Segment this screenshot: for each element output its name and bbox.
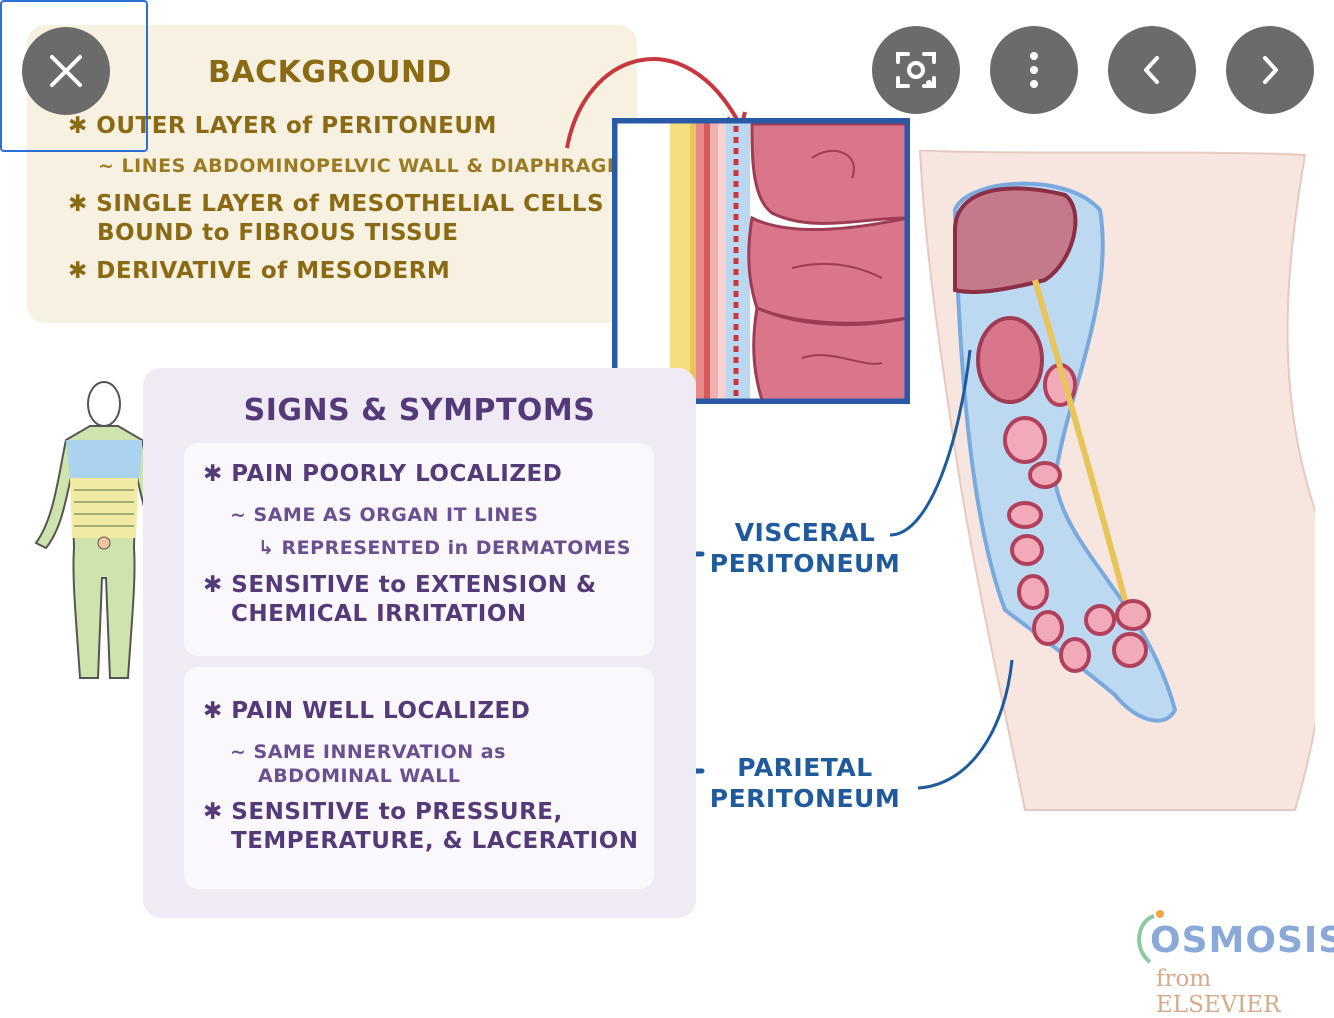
peritoneum-illustration — [918, 150, 1315, 811]
visceral-card — [184, 443, 654, 656]
signs-symptoms-title: SIGNS & SYMPTOMS — [243, 393, 596, 428]
visceral-point-1-sub2: ↳ REPRESENTED in DERMATOMES — [258, 537, 631, 559]
lens-icon — [896, 52, 936, 88]
parietal-point-1: ✱ PAIN WELL LOCALIZED — [203, 698, 531, 724]
background-title: BACKGROUND — [208, 55, 452, 90]
parietal-point-2-cont: TEMPERATURE, & LACERATION — [231, 828, 639, 854]
logo-subtitle: from ELSEVIER — [1156, 966, 1281, 1018]
close-button[interactable] — [22, 27, 110, 115]
parietal-point-2: ✱ SENSITIVE to PRESSURE, — [203, 799, 563, 825]
logo-name: OSMOSIS — [1150, 920, 1334, 961]
background-bullet-1: ✱ OUTER LAYER of PERITONEUM — [68, 113, 497, 139]
intestine-inset — [612, 118, 910, 404]
visceral-point-2-cont: CHEMICAL IRRITATION — [231, 601, 527, 627]
close-icon — [50, 55, 82, 87]
more-options-button[interactable] — [990, 26, 1078, 114]
dermatome-body-figure — [34, 381, 174, 679]
background-bullet-3: ✱ DERIVATIVE of MESODERM — [68, 258, 451, 284]
chevron-right-icon — [1263, 56, 1278, 84]
visceral-point-1-sub: ~ SAME AS ORGAN IT LINES — [230, 504, 539, 526]
next-button[interactable] — [1226, 26, 1314, 114]
background-bullet-1-sub: ~ LINES ABDOMINOPELVIC WALL & DIAPHRAGM — [98, 155, 627, 177]
previous-button[interactable] — [1108, 26, 1196, 114]
leader-lines — [645, 349, 1014, 790]
parietal-label: PARIETAL PERITONEUM — [709, 753, 901, 813]
more-vertical-icon — [1030, 52, 1038, 88]
parietal-card — [184, 667, 654, 889]
osmosis-logo-mark — [1137, 910, 1164, 964]
parietal-point-1-sub: ~ SAME INNERVATION as — [230, 741, 506, 763]
visceral-label: VISCERAL PERITONEUM — [709, 518, 901, 578]
parietal-point-1-sub-cont: ABDOMINAL WALL — [258, 765, 461, 787]
background-panel — [27, 25, 637, 323]
background-bullet-2: ✱ SINGLE LAYER of MESOTHELIAL CELLS — [68, 191, 605, 217]
chevron-left-icon — [1144, 56, 1159, 84]
close-focus-ring — [0, 0, 148, 152]
visceral-point-2: ✱ SENSITIVE to EXTENSION & — [203, 572, 597, 598]
background-bullet-2-cont: BOUND to FIBROUS TISSUE — [97, 220, 459, 246]
lens-button[interactable] — [872, 26, 960, 114]
visceral-point-1: ✱ PAIN POORLY LOCALIZED — [203, 461, 563, 487]
